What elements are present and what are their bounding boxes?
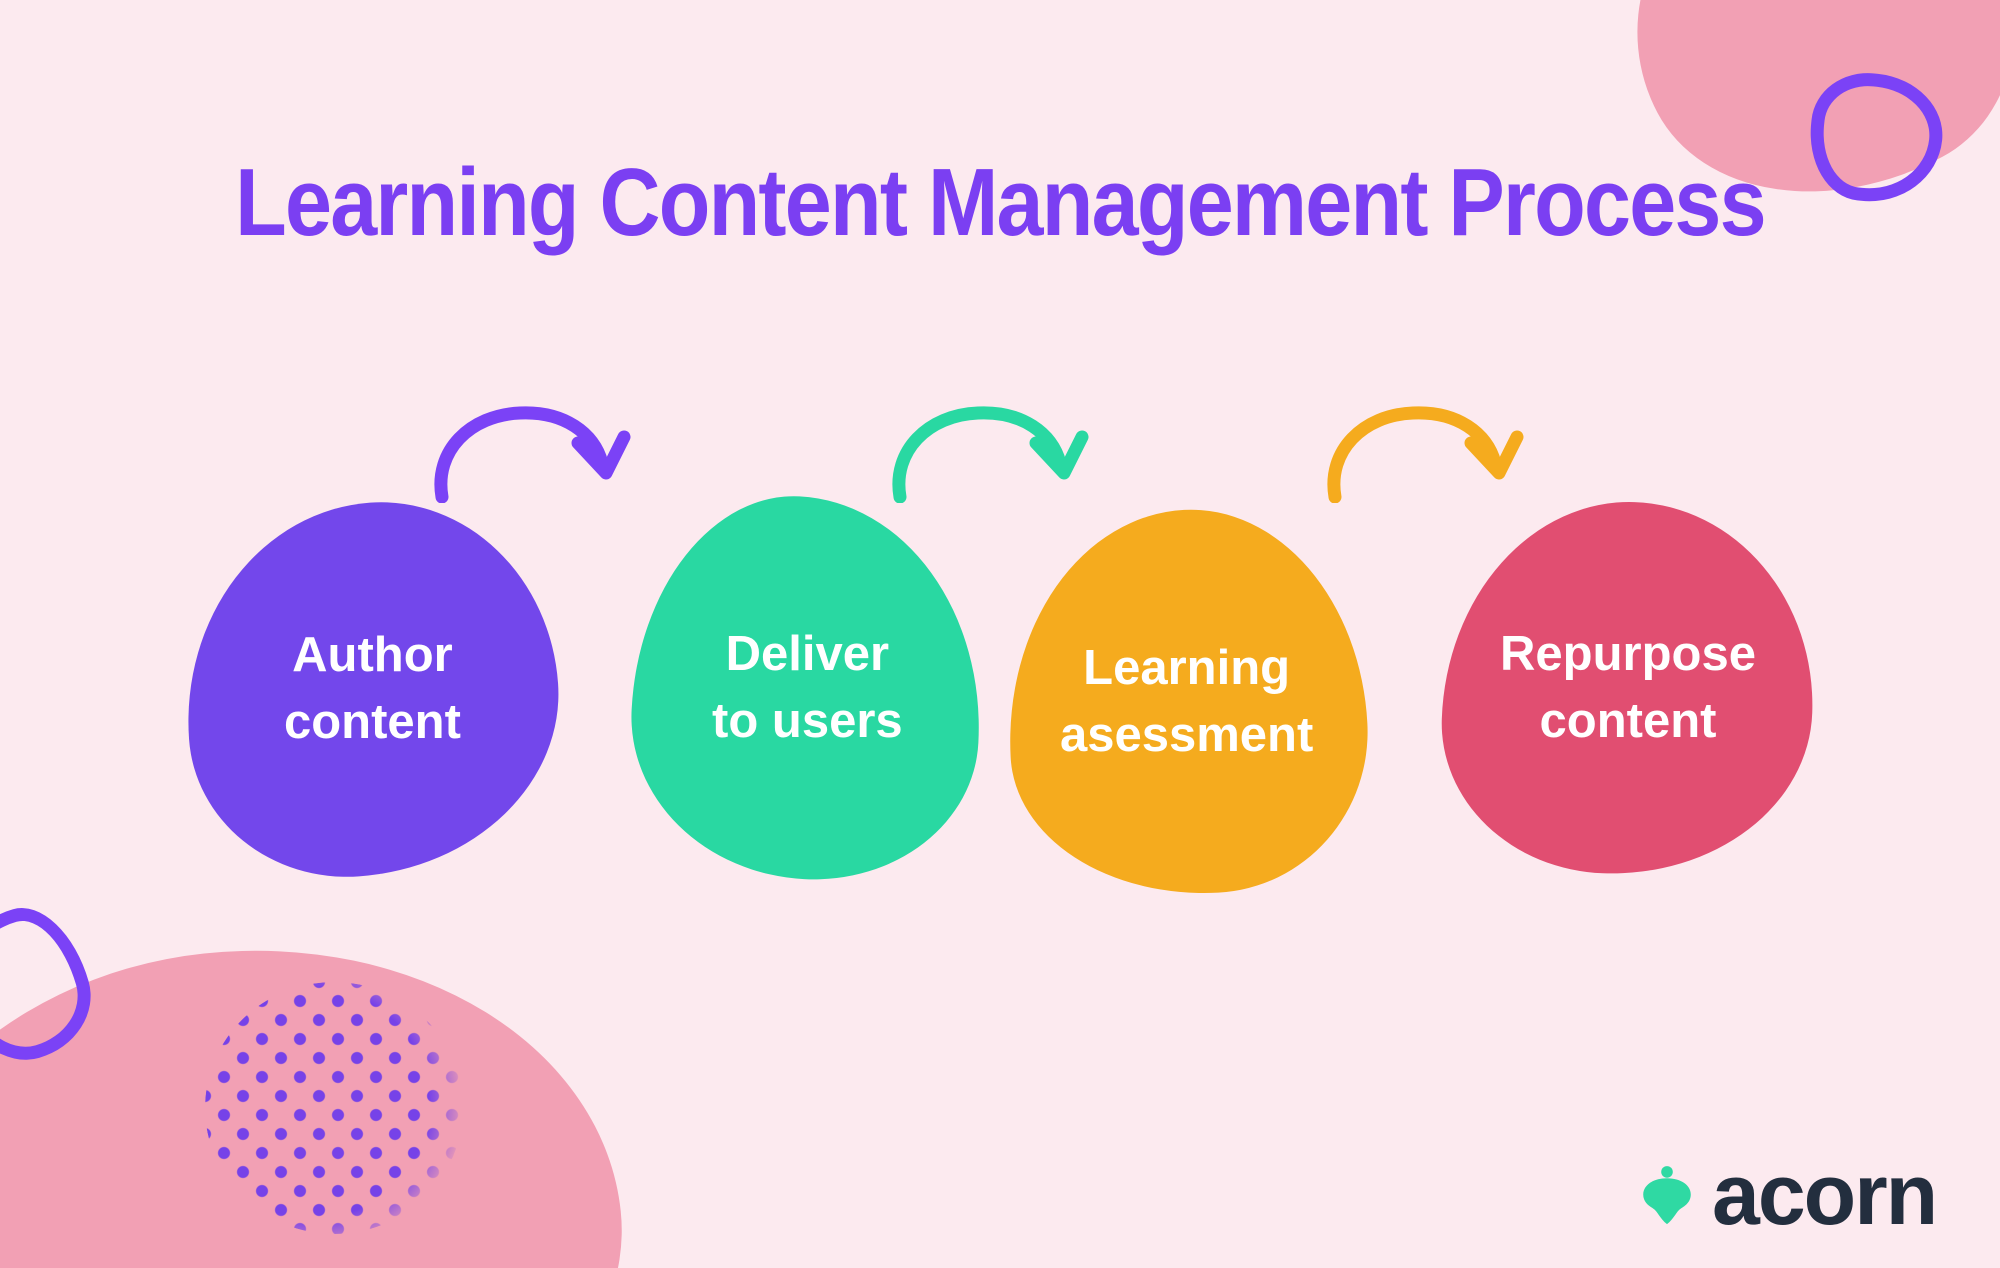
flow-arrow-3-icon (1327, 406, 1524, 503)
step-label-line2: content (283, 695, 461, 749)
flow-arrow-1-icon (434, 406, 631, 503)
step-label-line2: content (1539, 694, 1717, 748)
step-blob-learning-assessment: Learning asessment (998, 500, 1376, 904)
step-blob-repurpose-content: Repurpose content (1436, 495, 1820, 881)
step-label: Author content (284, 622, 461, 755)
acorn-wordmark: acorn (1712, 1147, 1938, 1243)
acorn-logo: acorn (1638, 1147, 1938, 1244)
step-label: Deliver to users (712, 621, 903, 754)
acorn-icon (1643, 1166, 1691, 1225)
step-blob-deliver-to-users: Deliver to users (623, 488, 991, 888)
dot-pattern (205, 982, 463, 1234)
page-title: Learning Content Management Process (235, 149, 1767, 256)
step-blob-author-content: Author content (173, 490, 571, 888)
step-label-line1: Deliver (725, 627, 889, 682)
step-label-line2: to users (711, 694, 903, 748)
step-label: Repurpose content (1500, 621, 1756, 754)
step-label: Learning asessment (1060, 635, 1313, 768)
step-label-line2: asessment (1060, 708, 1314, 763)
flow-arrow-2-icon (892, 406, 1089, 503)
step-label-line1: Author (291, 628, 453, 683)
step-label-line1: Learning (1083, 641, 1291, 696)
step-label-line1: Repurpose (1500, 627, 1756, 682)
